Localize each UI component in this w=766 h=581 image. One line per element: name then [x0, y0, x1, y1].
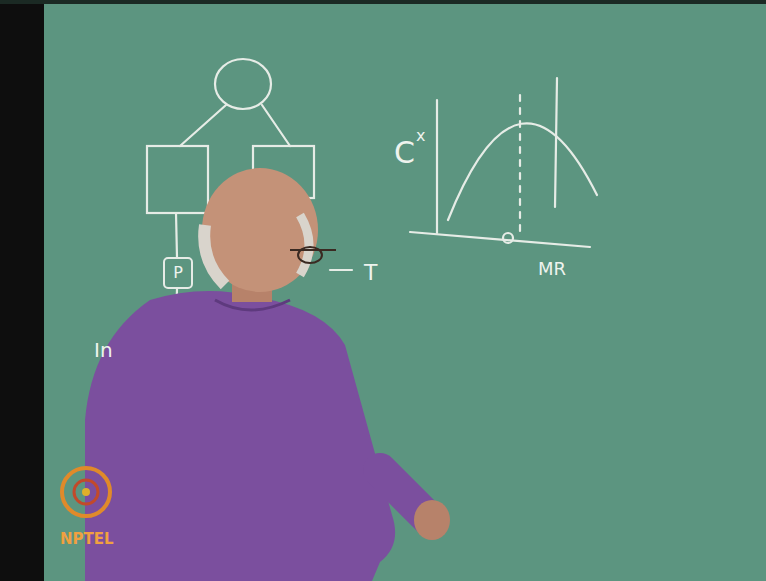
chalk-label: T — [364, 262, 377, 284]
chalk-label: MR — [538, 260, 566, 278]
lecturer — [85, 168, 450, 581]
board-edge — [0, 0, 44, 581]
pedigree-box: P — [163, 257, 193, 289]
pedigree-sketch — [147, 59, 352, 322]
chalk-label: x — [416, 128, 425, 144]
board-top-edge — [0, 0, 766, 4]
graph-sketch — [410, 78, 597, 247]
node-text: P — [173, 265, 183, 281]
logo-text: NPTEL — [60, 532, 114, 547]
chalk-label: C — [394, 138, 415, 168]
nptel-logo — [62, 468, 110, 516]
chalk-label: In — [94, 340, 113, 360]
